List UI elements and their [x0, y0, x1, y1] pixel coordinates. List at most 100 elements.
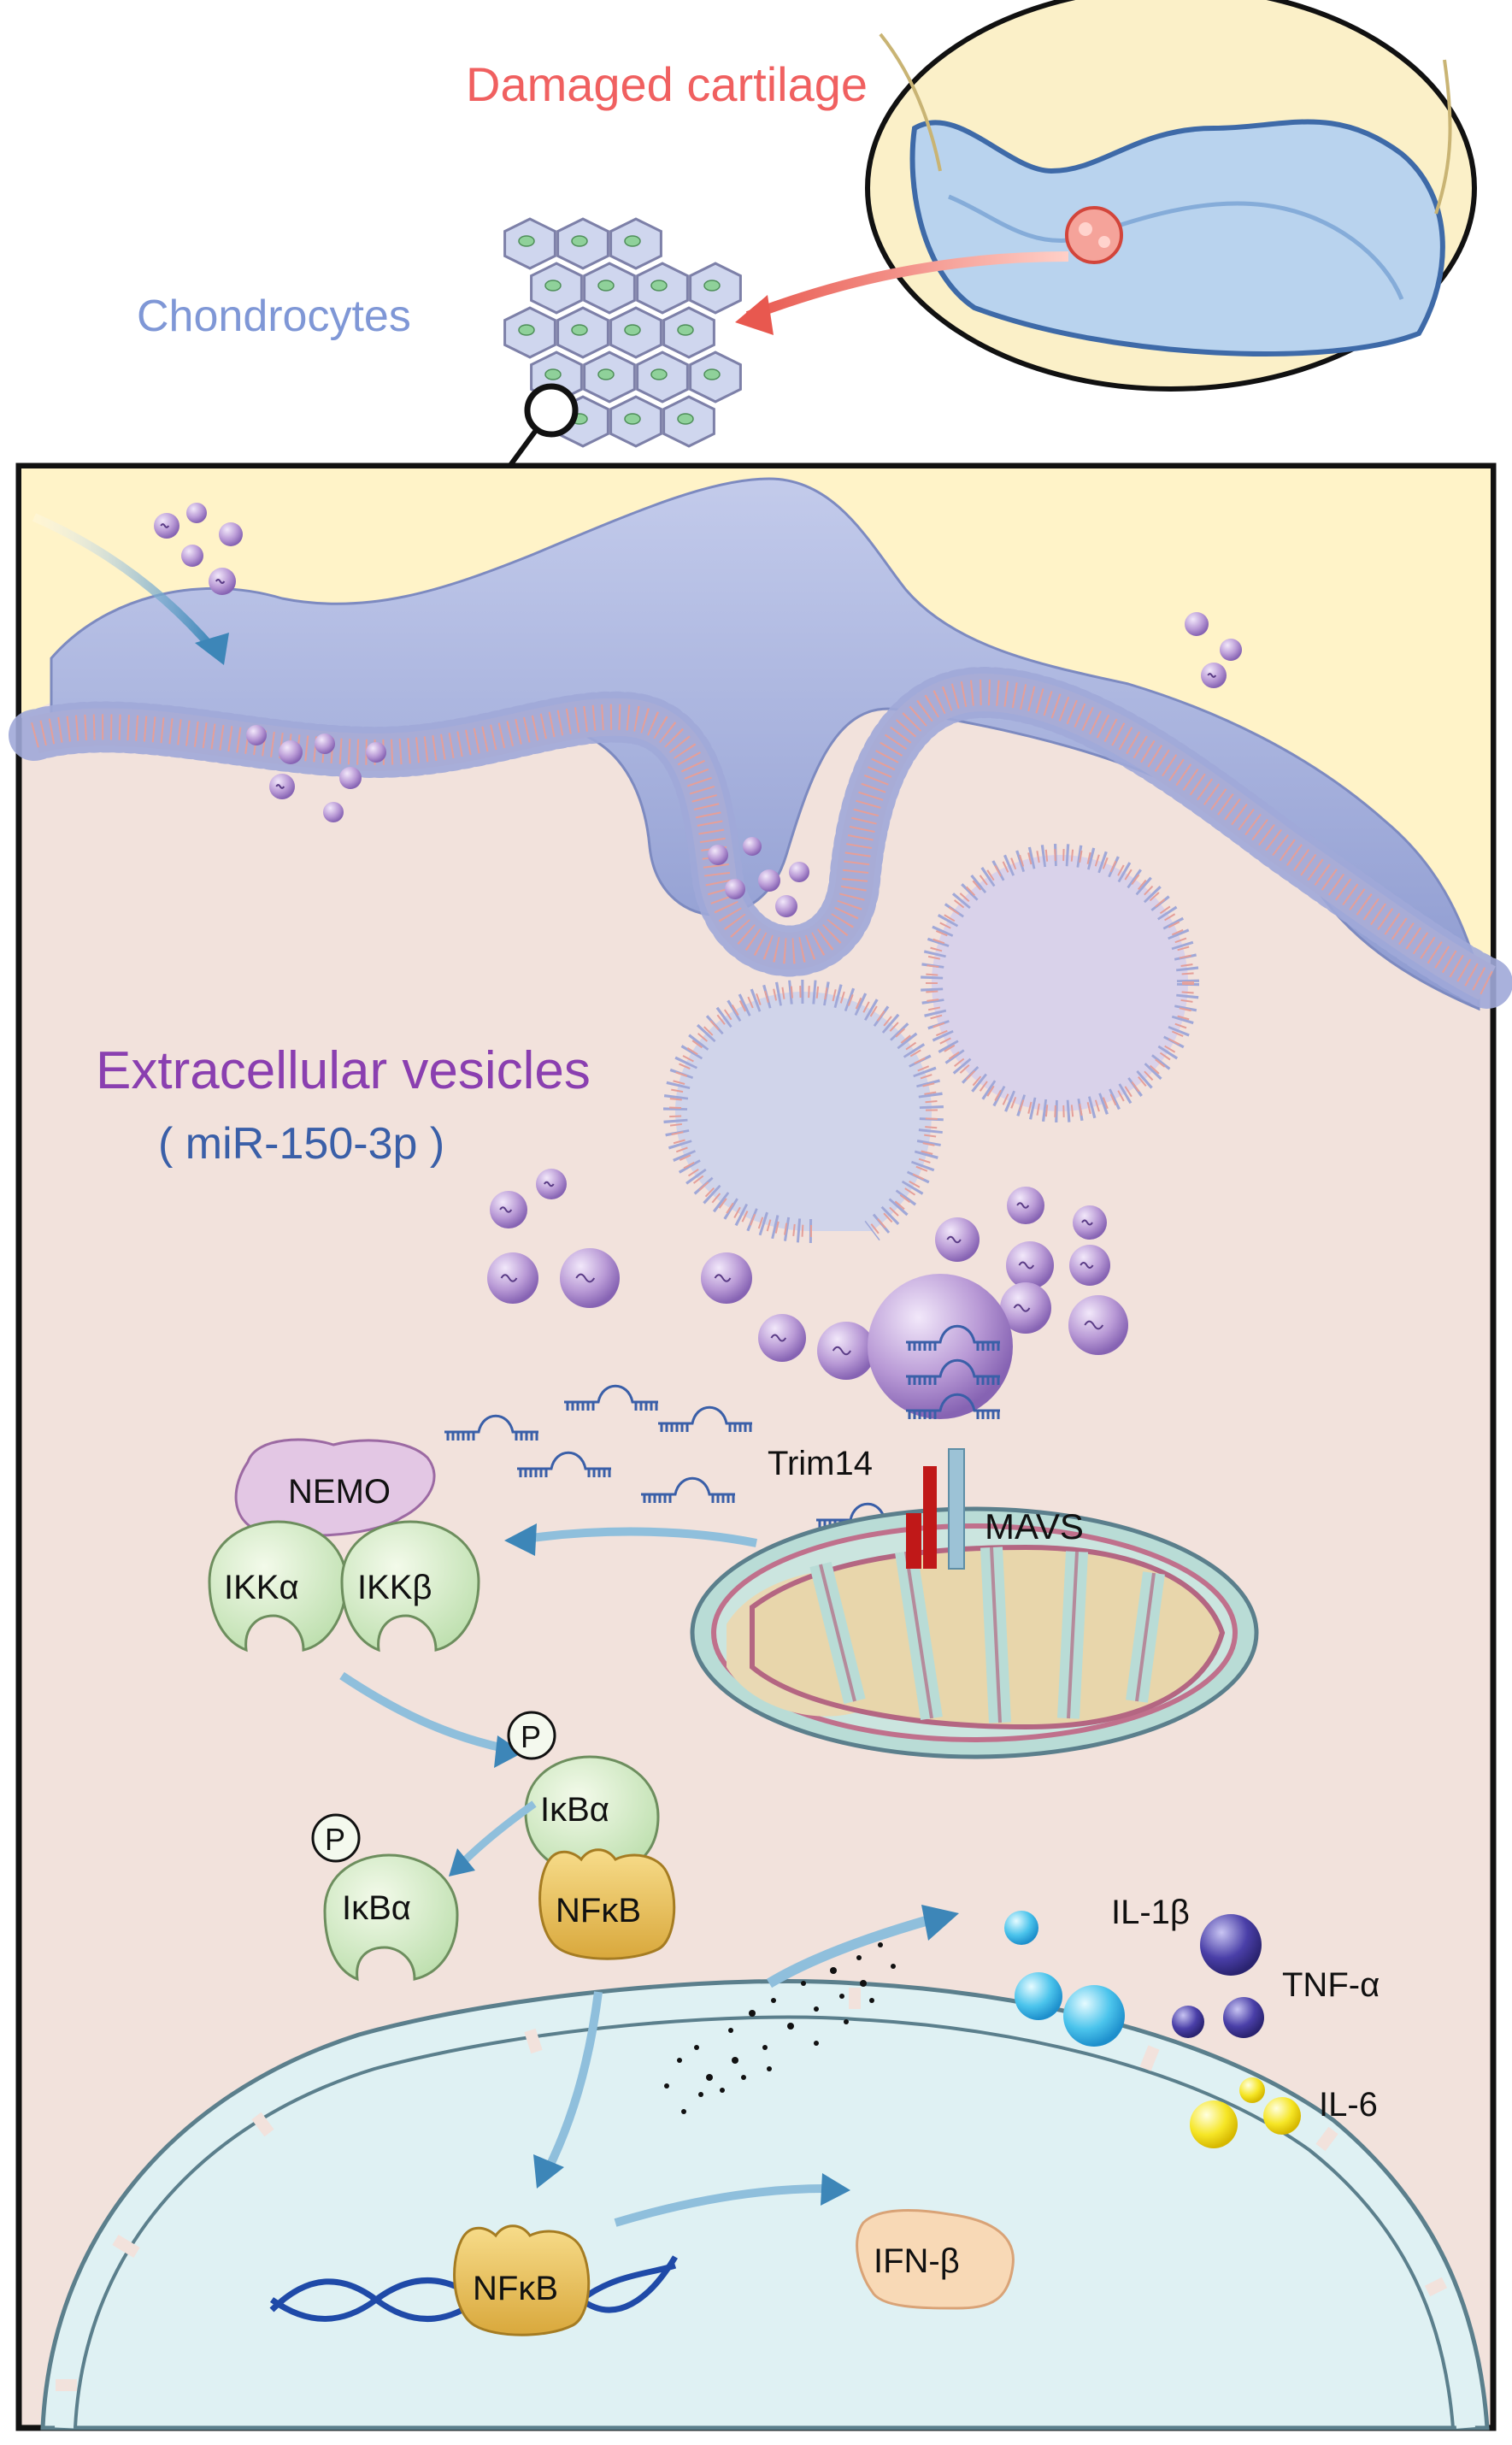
secretion-dot	[698, 2092, 703, 2097]
chondrocyte-nucleus	[518, 324, 535, 336]
ev-vesicle	[490, 1191, 527, 1228]
ev-vesicle	[1006, 1241, 1054, 1289]
secretion-dot	[787, 2023, 794, 2030]
secretion-dot	[814, 2041, 819, 2046]
ikb-release-arrow	[449, 1800, 537, 1876]
ifn-beta-protein	[856, 2209, 1015, 2310]
ev-vesicle	[154, 513, 179, 539]
secretion-dot	[720, 2088, 725, 2093]
cytokine-secretion-arrow	[766, 1905, 959, 1988]
chondrocyte-nucleus	[624, 324, 641, 336]
ev-vesicle	[1007, 1187, 1044, 1224]
endosome-right	[921, 844, 1199, 1122]
damaged-cartilage-label: Damaged cartilage	[466, 57, 868, 111]
secretion-dot	[878, 1942, 883, 1947]
ev-vesicle	[743, 837, 762, 856]
mirna-hairpin	[906, 1358, 1000, 1385]
nfkb-cytoplasm-protein	[538, 1848, 676, 1960]
ikb-alpha-free-protein	[323, 1853, 459, 1982]
ev-vesicle	[536, 1169, 567, 1199]
ikk-beta-label: IKKβ	[357, 1569, 432, 1606]
nfkb-to-ifn-arrow	[614, 2173, 850, 2227]
secretion-dot	[891, 1964, 896, 1969]
ev-vesicle	[701, 1252, 752, 1304]
secretion-dot	[706, 2074, 713, 2081]
ev-vesicle	[708, 845, 728, 865]
il6-label: IL-6	[1319, 2086, 1378, 2124]
secretion-dot	[749, 2010, 756, 2017]
secretion-dot	[839, 1994, 844, 1999]
chondrocyte-nucleus	[703, 280, 721, 292]
ev-vesicle	[817, 1322, 875, 1380]
secretion-dot	[801, 1981, 806, 1986]
mirna-hairpin	[641, 1476, 735, 1503]
ev-vesicle	[725, 879, 745, 899]
entering-arrow	[32, 513, 229, 665]
ev-vesicle	[246, 725, 267, 745]
secretion-dot	[762, 2045, 768, 2050]
ev-vesicle-large	[868, 1274, 1013, 1419]
ev-vesicle	[181, 545, 203, 567]
phosphate-1-label: P	[521, 1719, 541, 1754]
ev-vesicle	[1201, 663, 1227, 688]
ev-vesicle	[1220, 639, 1242, 661]
ikk-alpha-protein	[208, 1520, 348, 1653]
chondrocyte-nucleus	[544, 368, 562, 380]
secretion-dot	[869, 1998, 874, 2003]
phosphate-2-label: P	[325, 1822, 345, 1857]
ev-vesicle	[1073, 1205, 1107, 1240]
nemo-label: NEMO	[288, 1473, 391, 1511]
chondrocyte-nucleus	[597, 280, 615, 292]
chondrocyte-nucleus	[677, 413, 694, 425]
ifn-beta-label: IFN-β	[874, 2242, 960, 2280]
secretion-dot	[771, 1998, 776, 2003]
ev-vesicle	[209, 568, 236, 595]
secretion-dot	[728, 2028, 733, 2033]
extracellular-vesicles-label: Extracellular vesicles	[96, 1041, 591, 1100]
ikk-to-ikb-arrow	[339, 1671, 523, 1768]
ev-vesicle	[487, 1252, 538, 1304]
ev-vesicle	[1069, 1245, 1110, 1286]
secretion-dot	[677, 2058, 682, 2063]
mirna-hairpin	[444, 1414, 538, 1440]
chondrocyte-nucleus	[624, 413, 641, 425]
trim14-label: Trim14	[768, 1445, 873, 1482]
nfkb-cytoplasm-label: NFκB	[556, 1892, 641, 1929]
secretion-dot	[694, 2045, 699, 2050]
mirna-hairpin	[658, 1405, 752, 1432]
chondrocyte-cluster	[503, 217, 742, 448]
chondrocyte-nucleus	[544, 280, 562, 292]
cytokines	[1004, 1911, 1301, 2148]
phosphate-1	[507, 1711, 556, 1760]
chondrocyte-nucleus	[571, 324, 588, 336]
secretion-dot	[830, 1967, 837, 1974]
ev-vesicle	[935, 1217, 980, 1262]
chondrocyte-nucleus	[677, 324, 694, 336]
ev-vesicle	[1000, 1282, 1051, 1334]
ev-vesicle	[1068, 1295, 1128, 1355]
mitochondrion	[690, 1506, 1259, 1759]
ikb-alpha-free-label: IκBα	[342, 1889, 411, 1927]
joint-inset	[865, 0, 1477, 392]
ev-vesicle	[339, 767, 362, 789]
ev-vesicle	[560, 1248, 620, 1308]
trim14-protein	[906, 1466, 937, 1569]
ev-vesicle	[758, 869, 780, 892]
secretion-dot	[664, 2083, 669, 2089]
ev-vesicle	[1185, 612, 1209, 636]
mirna-hairpin	[906, 1393, 1000, 1419]
ev-vesicle	[323, 802, 344, 822]
chondrocyte-nucleus	[650, 368, 668, 380]
mirna-hairpin	[906, 1324, 1000, 1351]
phosphate-2	[311, 1813, 361, 1863]
mavs-label: MAVS	[985, 1506, 1084, 1547]
chondrocyte-nucleus	[624, 235, 641, 247]
chondrocytes-label: Chondrocytes	[137, 292, 411, 341]
endosome-left-opening	[662, 979, 944, 1243]
tnfa-label: TNF-α	[1282, 1966, 1380, 2004]
secretion-dot	[681, 2109, 686, 2114]
ev-vesicle	[315, 734, 335, 754]
ikk-alpha-label: IKKα	[224, 1569, 299, 1606]
chondrocyte-nucleus	[518, 235, 535, 247]
